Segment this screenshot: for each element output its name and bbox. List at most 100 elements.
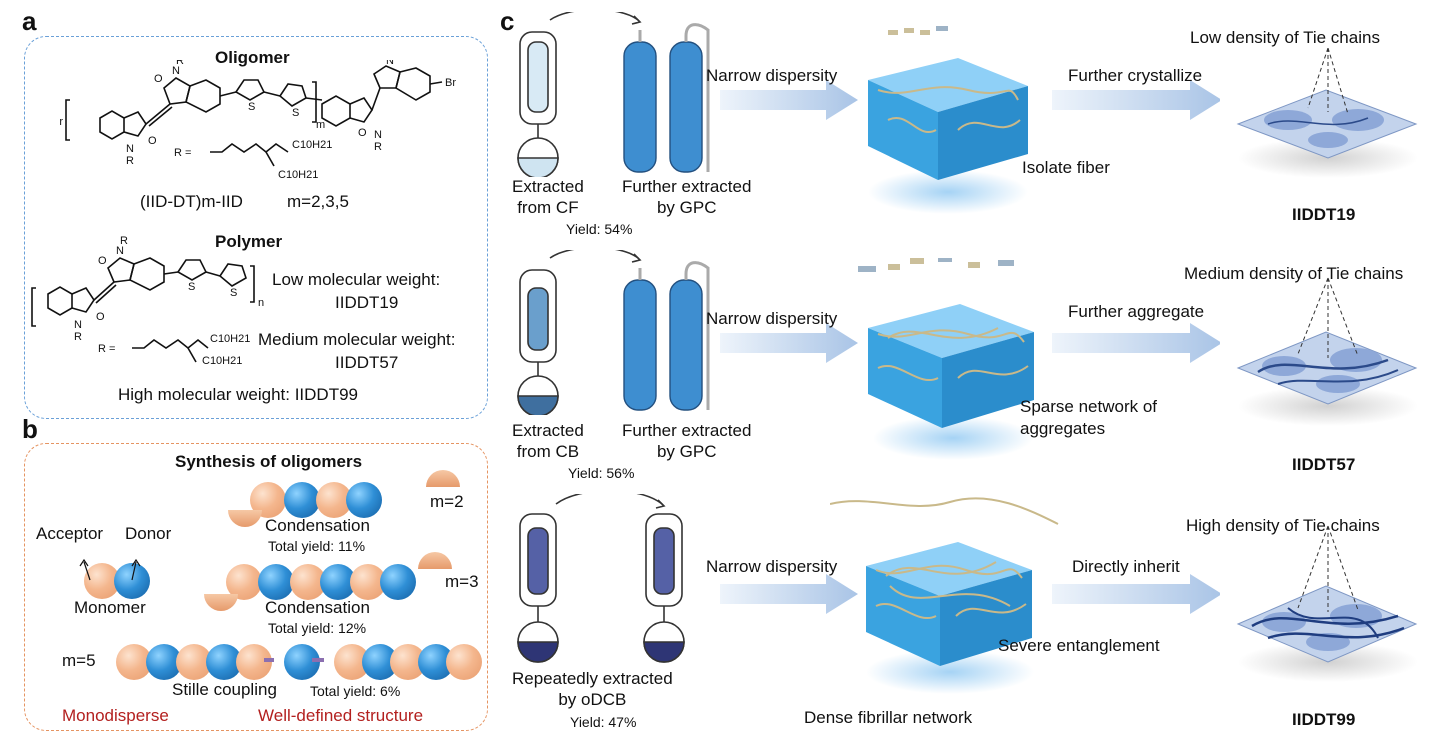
- film-cube-row1: [868, 26, 1028, 214]
- row2-yield: Yield: 56%: [568, 465, 635, 481]
- half-acceptor: [204, 594, 238, 611]
- yield2-label: Total yield: 12%: [268, 620, 367, 636]
- condensation2-label: Condensation: [265, 598, 370, 617]
- svg-text:S: S: [188, 281, 195, 293]
- low-mw-code: IIDDT19: [335, 293, 399, 312]
- well-defined-label: Well-defined structure: [258, 706, 424, 725]
- medium-mw-label: Medium molecular weight:: [258, 330, 456, 349]
- svg-text:O: O: [148, 135, 157, 147]
- yield3-label: Total yield: 6%: [310, 683, 401, 699]
- synthesis-title: Synthesis of oligomers: [175, 452, 363, 471]
- acceptor-ball: [446, 644, 482, 680]
- svg-text:R =: R =: [98, 343, 115, 355]
- svg-text:O: O: [358, 127, 367, 139]
- row3-yield: Yield: 47%: [570, 714, 637, 730]
- svg-text:R: R: [374, 141, 382, 153]
- monomer-label: Monomer: [74, 598, 146, 617]
- svg-text:Br: Br: [445, 77, 456, 89]
- svg-text:R: R: [120, 236, 128, 247]
- half-acceptor: [228, 510, 262, 527]
- donor-ball: [284, 482, 320, 518]
- low-mw-label: Low molecular weight:: [272, 270, 441, 289]
- row1-code: IIDDT19: [1292, 205, 1356, 224]
- svg-text:R: R: [74, 331, 82, 343]
- panel-a-box: [24, 36, 488, 419]
- row2-note: Sparse network of aggregates: [1020, 397, 1158, 438]
- extraction-apparatus-row2: [517, 250, 710, 415]
- row1-arrow2: Further crystallize: [1068, 66, 1203, 85]
- condensation1-label: Condensation: [265, 516, 370, 535]
- process-arrows: [720, 80, 1220, 614]
- film-cube-row3: [830, 497, 1059, 694]
- half-acceptor: [418, 552, 452, 569]
- svg-text:R =: R =: [174, 147, 191, 159]
- row2-extract2: Further extracted by GPC: [622, 421, 752, 461]
- row3-code: IIDDT99: [1292, 710, 1356, 729]
- extraction-apparatus-row3: [517, 494, 685, 663]
- row3-arrow1: Narrow dispersity: [706, 557, 838, 576]
- svg-text:Br: Br: [60, 116, 63, 128]
- film-cube-row2: [858, 258, 1034, 460]
- row3-note: Severe entanglement: [998, 636, 1160, 655]
- row3-note2: Dense fibrillar network: [804, 708, 973, 727]
- svg-text:N: N: [116, 245, 124, 257]
- row2-extract1: Extracted from CB: [512, 421, 584, 461]
- oligomer-m-values: m=2,3,5: [287, 192, 349, 211]
- svg-text:C10H21: C10H21: [210, 333, 250, 345]
- high-mw-label: High molecular weight: IIDDT99: [118, 385, 358, 404]
- panel-label-c: c: [500, 6, 515, 36]
- svg-text:S: S: [230, 287, 237, 299]
- half-acceptor: [426, 470, 460, 487]
- svg-text:S: S: [292, 107, 299, 119]
- oligomer-title: Oligomer: [215, 48, 290, 67]
- donor-label: Donor: [125, 524, 172, 543]
- svg-text:N: N: [74, 319, 82, 331]
- m3-label: m=3: [445, 572, 479, 591]
- svg-text:n: n: [258, 297, 264, 309]
- svg-text:N: N: [374, 129, 382, 141]
- svg-text:O: O: [98, 255, 107, 267]
- m2-label: m=2: [430, 492, 464, 511]
- panel-label-b: b: [22, 414, 38, 444]
- monodisperse-label: Monodisperse: [62, 706, 169, 725]
- panel-b-arrows: [79, 558, 324, 662]
- oligomer-formula: (IID-DT)m-IID: [140, 192, 243, 211]
- tie-chain-films: [1236, 48, 1418, 682]
- svg-text:N: N: [172, 65, 180, 77]
- svg-text:R: R: [176, 60, 184, 67]
- svg-text:N: N: [386, 60, 394, 67]
- svg-text:O: O: [154, 73, 163, 85]
- row1-yield: Yield: 54%: [566, 221, 633, 237]
- svg-text:R: R: [126, 155, 134, 167]
- row2-arrow2: Further aggregate: [1068, 302, 1205, 321]
- oligomer-structure: Br Br N R O N R O S S m N R N R O R = C1…: [60, 60, 456, 181]
- polymer-title: Polymer: [215, 232, 283, 251]
- polymer-structure: N R O N R O S S n R = C10H21 C10H21: [31, 236, 264, 366]
- svg-text:C10H21: C10H21: [292, 139, 332, 151]
- svg-text:S: S: [248, 101, 255, 113]
- extraction-apparatus-row1: [517, 12, 710, 177]
- m5-label: m=5: [62, 651, 96, 670]
- row2-tie-label: Medium density of Tie chains: [1184, 264, 1404, 283]
- svg-text:C10H21: C10H21: [202, 355, 242, 366]
- monomer-donor-ball: [114, 563, 150, 599]
- svg-text:O: O: [96, 311, 105, 323]
- acceptor-label: Acceptor: [36, 524, 104, 543]
- row1-extract1: Extracted from CF: [512, 177, 584, 217]
- panel-b-box: [24, 443, 488, 731]
- row2-arrow1: Narrow dispersity: [706, 309, 838, 328]
- panel-label-a: a: [22, 6, 37, 36]
- donor-ball: [258, 564, 294, 600]
- row3-tie-label: High density of Tie chains: [1186, 516, 1380, 535]
- row1-tie-label: Low density of Tie chains: [1190, 28, 1380, 47]
- row2-code: IIDDT57: [1292, 455, 1356, 474]
- stille-label: Stille coupling: [172, 680, 277, 699]
- yield1-label: Total yield: 11%: [268, 538, 366, 554]
- donor-ball: [346, 482, 382, 518]
- svg-text:C10H21: C10H21: [278, 169, 318, 181]
- row3-extract1: Repeatedly extracted by oDCB: [512, 669, 673, 709]
- donor-ball: [380, 564, 416, 600]
- row1-note: Isolate fiber: [1022, 158, 1110, 177]
- row1-extract2: Further extracted by GPC: [622, 177, 752, 217]
- svg-text:m: m: [316, 119, 325, 131]
